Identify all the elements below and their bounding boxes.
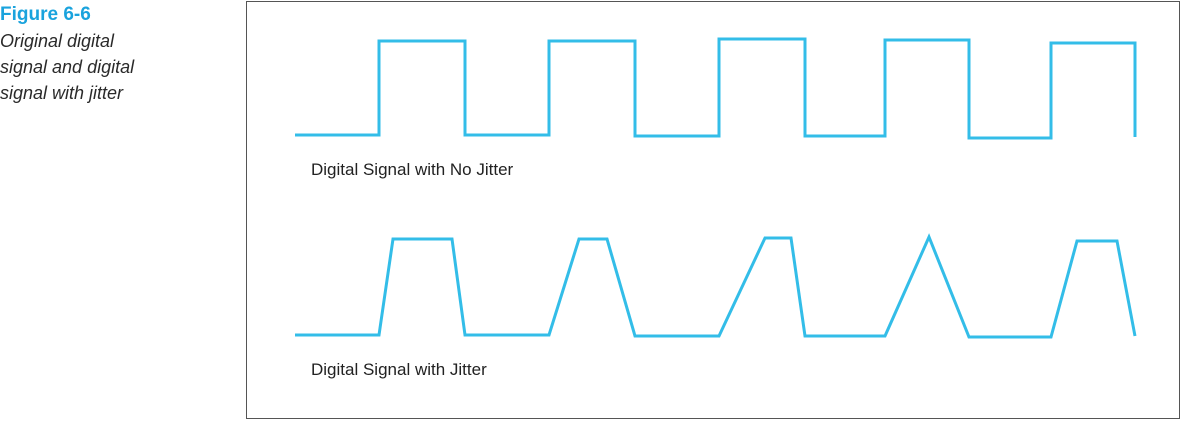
signal-label-jitter: Digital Signal with Jitter [311,360,487,379]
caption-line-3: signal with jitter [0,83,124,103]
square-wave-line [295,37,1137,140]
figure-number: Figure 6-6 [0,4,91,25]
caption-line-1: Original digital [0,31,115,51]
signal-diagram [295,37,1137,339]
figure-caption: Figure 6-6 Original digital signal and d… [0,2,225,106]
caption-line-2: signal and digital [0,57,135,77]
signal-label-no-jitter: Digital Signal with No Jitter [311,160,514,179]
figure-frame: Digital Signal with No Jitter Digital Si… [246,1,1180,419]
jitter-wave-line [295,233,1137,339]
